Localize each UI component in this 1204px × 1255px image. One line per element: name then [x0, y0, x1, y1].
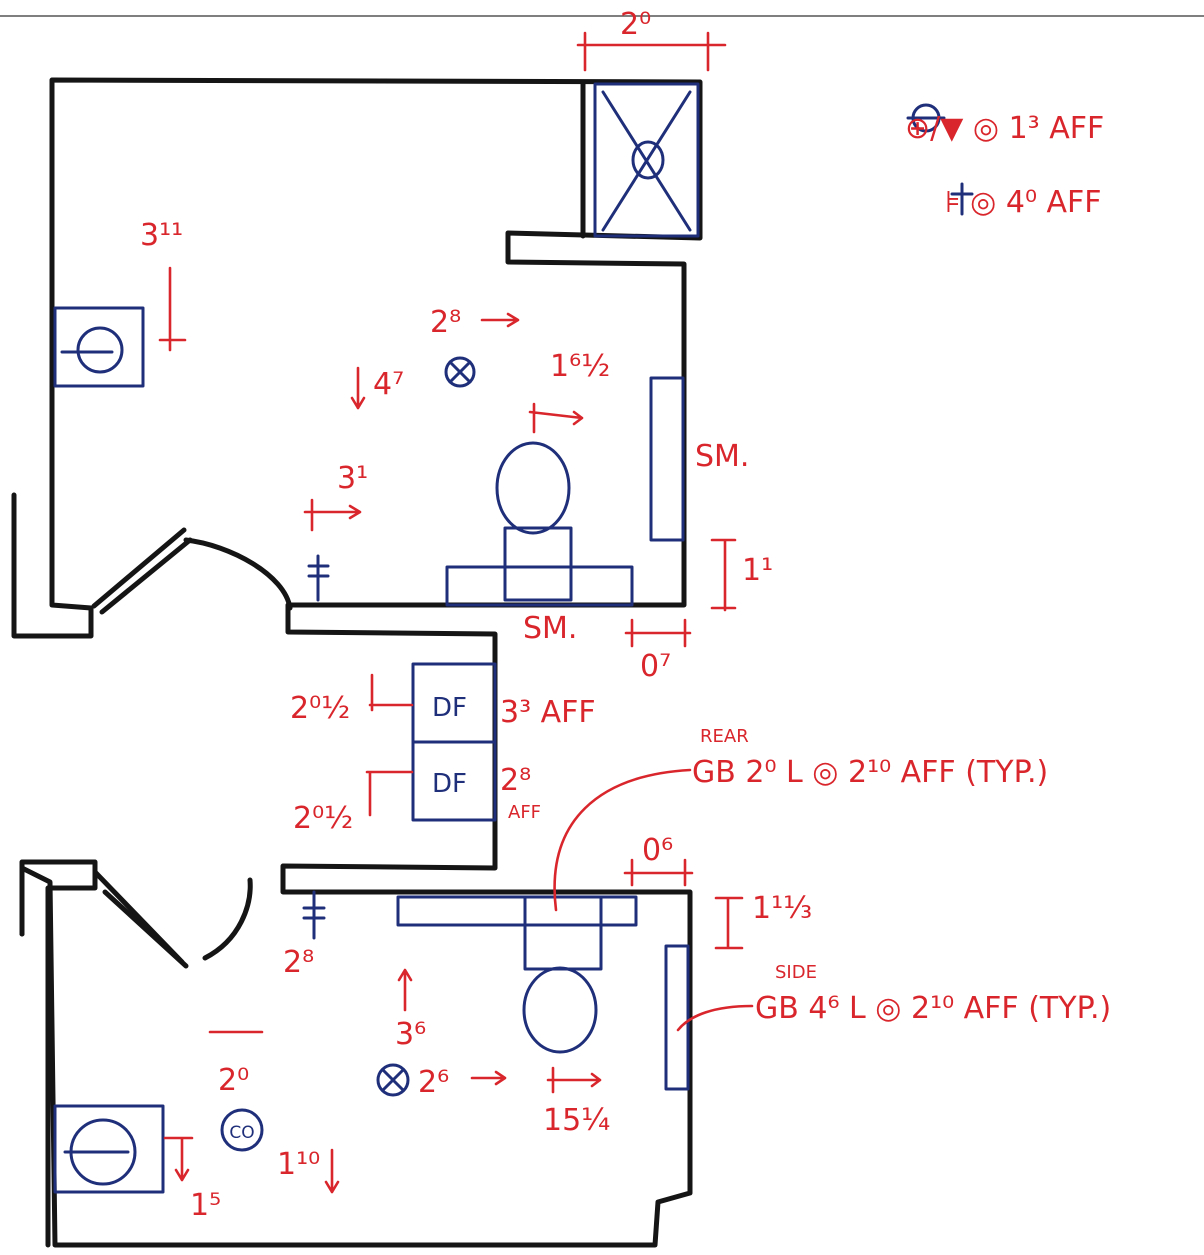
dimension-lines	[158, 31, 754, 1194]
df-upper-mount-label: 3³ AFF	[500, 695, 596, 730]
dim-lower-toilet	[546, 1066, 602, 1094]
co-detector-label: CO	[229, 1123, 254, 1143]
annotations: ⊕/▼ ◎ 1³ AFF ⊧ ◎ 4⁰ AFF 2⁰ 3¹¹ 2⁸ 4⁷ 1⁶½…	[140, 7, 1111, 1223]
leader-side-grab	[676, 1004, 754, 1032]
lower-grab-height-label: 1¹⅓	[752, 891, 812, 926]
upper-sink-height-label: 3¹¹	[140, 218, 183, 253]
dim-fan-arrow-x	[480, 312, 520, 328]
upper-toilet-offset-label: 1⁶½	[550, 349, 610, 384]
side-grab-note: GB 4⁶ L ◎ 2¹⁰ AFF (TYP.)	[755, 991, 1111, 1026]
lower-sink-height-label: 1⁵	[190, 1188, 221, 1223]
df-lower-height-label: 2⁰½	[293, 801, 353, 836]
upper-fan-x-label: 2⁸	[430, 305, 461, 340]
rear-grab-note: GB 2⁰ L ◎ 2¹⁰ AFF (TYP.)	[692, 755, 1048, 790]
rear-title: REAR	[700, 726, 749, 747]
dim-toilet-offset	[528, 402, 584, 434]
lower-door-swing	[202, 877, 253, 961]
upper-side-grab-bar	[649, 376, 685, 542]
df-lower-mount-label: 2⁸	[500, 763, 531, 798]
lower-door-leaf-2	[102, 889, 189, 969]
dim-df-upper	[368, 673, 414, 712]
lower-rear-grab-bar	[396, 895, 638, 927]
dim-upper-grab-height	[710, 538, 737, 612]
upper-fan-y-label: 4⁷	[373, 367, 404, 402]
dim-lower-fan-y	[397, 968, 413, 1012]
legend-switch-label: ⊧ ◎ 4⁰ AFF	[945, 185, 1102, 220]
df-upper-height-label: 2⁰½	[290, 691, 350, 726]
dim-fan-arrow-y	[350, 366, 366, 410]
lower-switch-offset-label: 2⁸	[283, 945, 314, 980]
shower-stall	[593, 82, 700, 238]
dim-upper-gap	[624, 618, 692, 648]
lower-toilet-offset-label: 15¼	[543, 1103, 610, 1138]
lower-side-grab-bar	[664, 944, 690, 1091]
lower-toilet-bowl	[522, 966, 598, 1054]
df-lower-mount-unit: AFF	[508, 802, 541, 823]
upper-sink-bowl	[76, 326, 124, 374]
lower-fan-x2	[381, 1068, 405, 1092]
df-lower-label: DF	[432, 769, 467, 799]
dim-lower-grab-height	[714, 896, 744, 950]
upper-switch-offset-label: 3¹	[337, 461, 368, 496]
upper-room-wall	[19, 77, 703, 1248]
dim-lower-gap	[623, 858, 694, 887]
dim-df-lower	[365, 770, 414, 817]
lower-exhaust-fan-icon	[376, 1063, 410, 1097]
leader-rear-grab	[553, 768, 692, 912]
upper-toilet-bowl	[495, 441, 571, 535]
sm-lower-label: SM.	[523, 611, 577, 646]
upper-door-leaf	[91, 527, 187, 609]
dim-switch-offset	[303, 498, 362, 532]
upper-door-jamb	[11, 492, 94, 639]
upper-gap-label: 0⁷	[640, 649, 671, 684]
shower-drain	[631, 140, 665, 180]
lower-sink-offset-label: 2⁰	[218, 1063, 249, 1098]
upper-toilet-tank	[503, 526, 573, 602]
upper-door-leaf-2	[99, 537, 193, 615]
walls	[11, 77, 703, 1248]
dim-lower-fan-x	[470, 1070, 507, 1086]
upper-rear-grab-bar	[445, 565, 634, 607]
shower-width-label: 2⁰	[620, 7, 651, 42]
upper-fan-x2	[448, 360, 472, 384]
upper-door-swing	[183, 537, 293, 611]
lower-gap-label: 0⁶	[642, 833, 673, 868]
upper-sink-counter	[53, 306, 145, 388]
lower-co-height-label: 1¹⁰	[277, 1147, 320, 1182]
upper-exhaust-fan-icon	[444, 356, 476, 388]
side-title: SIDE	[775, 962, 817, 983]
drinking-fountain-lower	[411, 740, 497, 822]
lower-sink-counter	[53, 1104, 165, 1194]
co-detector-icon	[220, 1108, 264, 1152]
upper-grab-height-label: 1¹	[742, 553, 773, 588]
df-upper-label: DF	[432, 693, 467, 723]
dim-co-height	[324, 1148, 340, 1194]
legend-outlet-label: ⊕/▼ ◎ 1³ AFF	[905, 111, 1104, 146]
shower-x-2	[601, 90, 692, 232]
fixtures: CO	[53, 82, 974, 1194]
lower-fan-y-label: 3⁶	[395, 1017, 426, 1052]
lower-fan-x-label: 2⁶	[418, 1065, 449, 1100]
sm-upper-label: SM.	[695, 439, 749, 474]
dim-lower-sink-height	[163, 1136, 194, 1182]
